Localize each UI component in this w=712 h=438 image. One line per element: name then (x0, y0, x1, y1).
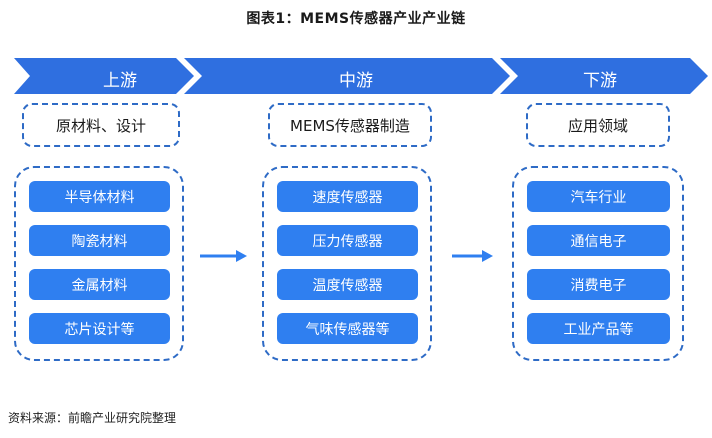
group-midstream: 速度传感器 压力传感器 温度传感器 气味传感器等 (262, 166, 432, 361)
category-midstream: MEMS传感器制造 (268, 103, 432, 147)
item-midstream-4: 气味传感器等 (277, 313, 418, 344)
stage-chevron-upstream (14, 58, 194, 94)
item-downstream-1: 汽车行业 (527, 181, 670, 212)
item-upstream-3: 金属材料 (29, 269, 170, 300)
arrow-midstream-to-downstream-icon (452, 250, 493, 262)
item-upstream-1: 半导体材料 (29, 181, 170, 212)
item-midstream-3: 温度传感器 (277, 269, 418, 300)
arrow-upstream-to-midstream-icon (200, 250, 247, 262)
item-downstream-3: 消费电子 (527, 269, 670, 300)
stage-label-downstream: 下游 (583, 71, 617, 91)
item-midstream-1: 速度传感器 (277, 181, 418, 212)
item-upstream-2: 陶瓷材料 (29, 225, 170, 256)
category-downstream: 应用领域 (526, 103, 670, 147)
item-downstream-4: 工业产品等 (527, 313, 670, 344)
item-midstream-2: 压力传感器 (277, 225, 418, 256)
stage-label-upstream: 上游 (103, 71, 137, 91)
item-upstream-4: 芯片设计等 (29, 313, 170, 344)
category-upstream: 原材料、设计 (22, 103, 180, 147)
stage-label-midstream: 中游 (339, 71, 373, 91)
group-downstream: 汽车行业 通信电子 消费电子 工业产品等 (512, 166, 684, 361)
item-downstream-2: 通信电子 (527, 225, 670, 256)
source-note: 资料来源：前瞻产业研究院整理 (8, 411, 177, 425)
chart-title: 图表1：MEMS传感器产业产业链 (246, 11, 466, 27)
group-upstream: 半导体材料 陶瓷材料 金属材料 芯片设计等 (14, 166, 184, 361)
stage-chevron-midstream (184, 58, 510, 94)
stage-chevron-downstream (500, 58, 708, 94)
stage-band (0, 58, 712, 94)
